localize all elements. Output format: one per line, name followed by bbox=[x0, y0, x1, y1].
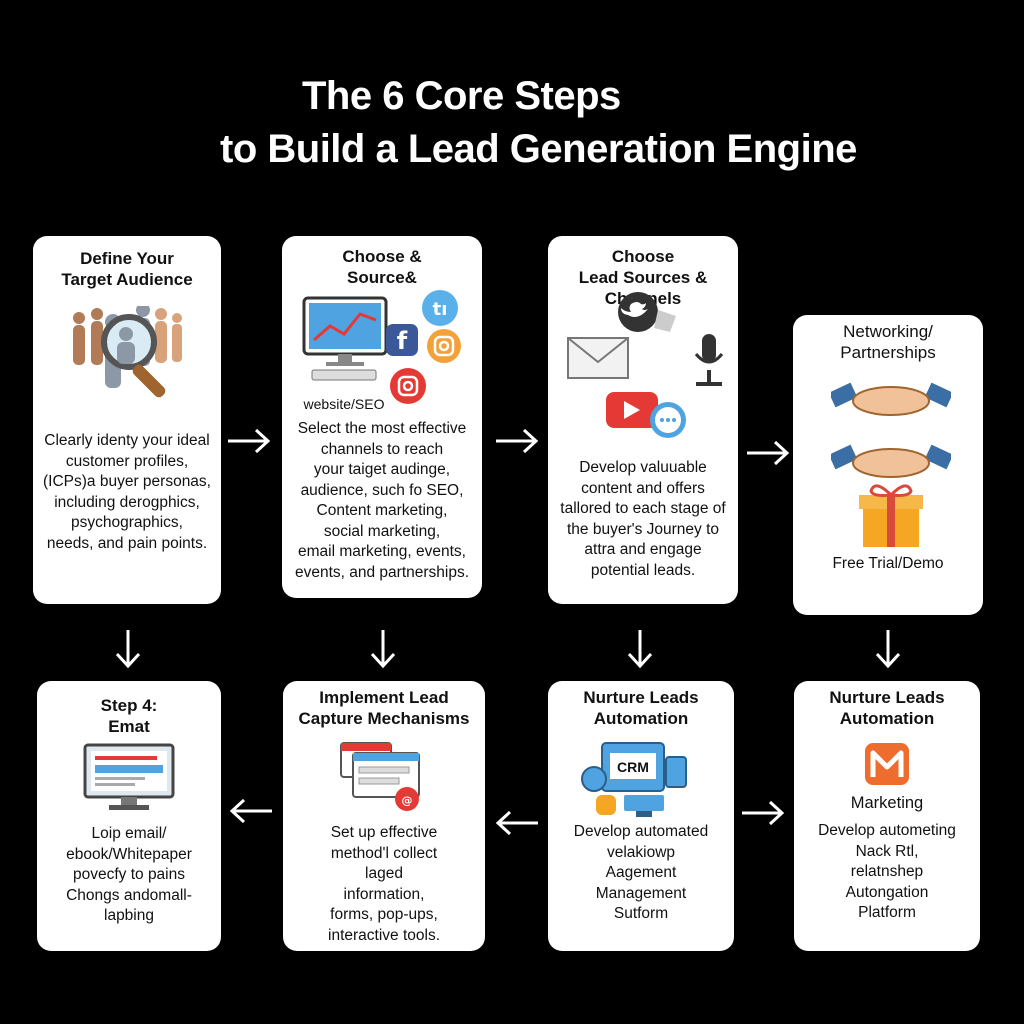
arrow-right-icon bbox=[496, 428, 539, 454]
card-nurture-crm: Nurture Leads Automation CRM Develop aut… bbox=[548, 681, 734, 951]
card-heading: Step 4: Emat bbox=[100, 696, 158, 736]
channels-icon bbox=[567, 292, 724, 438]
card-caption: Marketing bbox=[850, 794, 924, 812]
social-media-computer-icon: tı f bbox=[302, 290, 461, 404]
svg-text:@: @ bbox=[402, 794, 413, 807]
card-body: Develop autometing Nack Rtl, relatnshep … bbox=[818, 822, 956, 921]
arrow-down-icon bbox=[115, 630, 141, 669]
svg-text:tı: tı bbox=[433, 299, 448, 320]
card-lead-sources: Choose Lead Sources & Channels Develop v… bbox=[548, 236, 738, 604]
card-body: Loip email/ ebook/Whitepaper povecfy to … bbox=[66, 825, 192, 924]
arrow-left-icon bbox=[229, 798, 272, 824]
card-body: Clearly identy your ideal customer profi… bbox=[43, 432, 211, 552]
audience-magnifier-icon bbox=[73, 306, 182, 398]
card-body: Develop valuuable content and offers tal… bbox=[560, 459, 726, 579]
arrow-right-icon bbox=[228, 428, 271, 454]
capture-form-icon: @ bbox=[340, 742, 420, 811]
card-body: Develop automated velakiowp Aagement Man… bbox=[573, 823, 709, 922]
arrow-left-icon bbox=[495, 810, 538, 836]
email-monitor-icon bbox=[83, 743, 175, 810]
arrow-right-icon bbox=[747, 440, 790, 466]
arrow-right-icon bbox=[742, 800, 785, 826]
handshake-gift-icon bbox=[831, 382, 951, 547]
arrow-down-icon bbox=[875, 630, 901, 669]
page-title-line1: The 6 Core Steps bbox=[302, 74, 621, 118]
card-body: Select the most effective channels to re… bbox=[294, 420, 470, 581]
card-nurture-marketing: Nurture Leads Automation Marketing Devel… bbox=[794, 681, 980, 951]
card-heading: Nurture Leads Automation bbox=[583, 688, 699, 728]
crm-label: CRM bbox=[617, 759, 649, 775]
card-step4-email: Step 4: Emat Loip email/ ebook/Whitepape… bbox=[37, 681, 221, 951]
arrow-down-icon bbox=[627, 630, 653, 669]
svg-text:f: f bbox=[397, 327, 408, 355]
card-lead-capture: Implement Lead Capture Mechanisms @ Set … bbox=[283, 681, 485, 951]
card-heading: Define Your Target Audience bbox=[61, 249, 193, 289]
card-choose-source: Choose & Source& tı f website/SEO Select… bbox=[282, 236, 482, 598]
card-body: Set up effective method'l collect laged … bbox=[328, 824, 440, 944]
card-caption: Free Trial/Demo bbox=[832, 555, 944, 572]
card-heading: Nurture Leads Automation bbox=[829, 688, 945, 728]
card-networking: Networking/ Partnerships Free Trial/Demo bbox=[793, 315, 983, 615]
marketing-automation-icon bbox=[865, 743, 909, 785]
card-heading: Networking/ Partnerships bbox=[840, 322, 936, 362]
arrow-down-icon bbox=[370, 630, 396, 669]
crm-icon: CRM bbox=[581, 742, 687, 817]
card-caption: website/SEO bbox=[303, 396, 385, 412]
card-heading: Choose & Source& bbox=[342, 247, 422, 287]
card-define-audience: Define Your Target Audience Clearly iden… bbox=[33, 236, 221, 604]
page-title-line2: to Build a Lead Generation Engine bbox=[220, 127, 857, 171]
card-heading: Implement Lead Capture Mechanisms bbox=[298, 688, 470, 728]
